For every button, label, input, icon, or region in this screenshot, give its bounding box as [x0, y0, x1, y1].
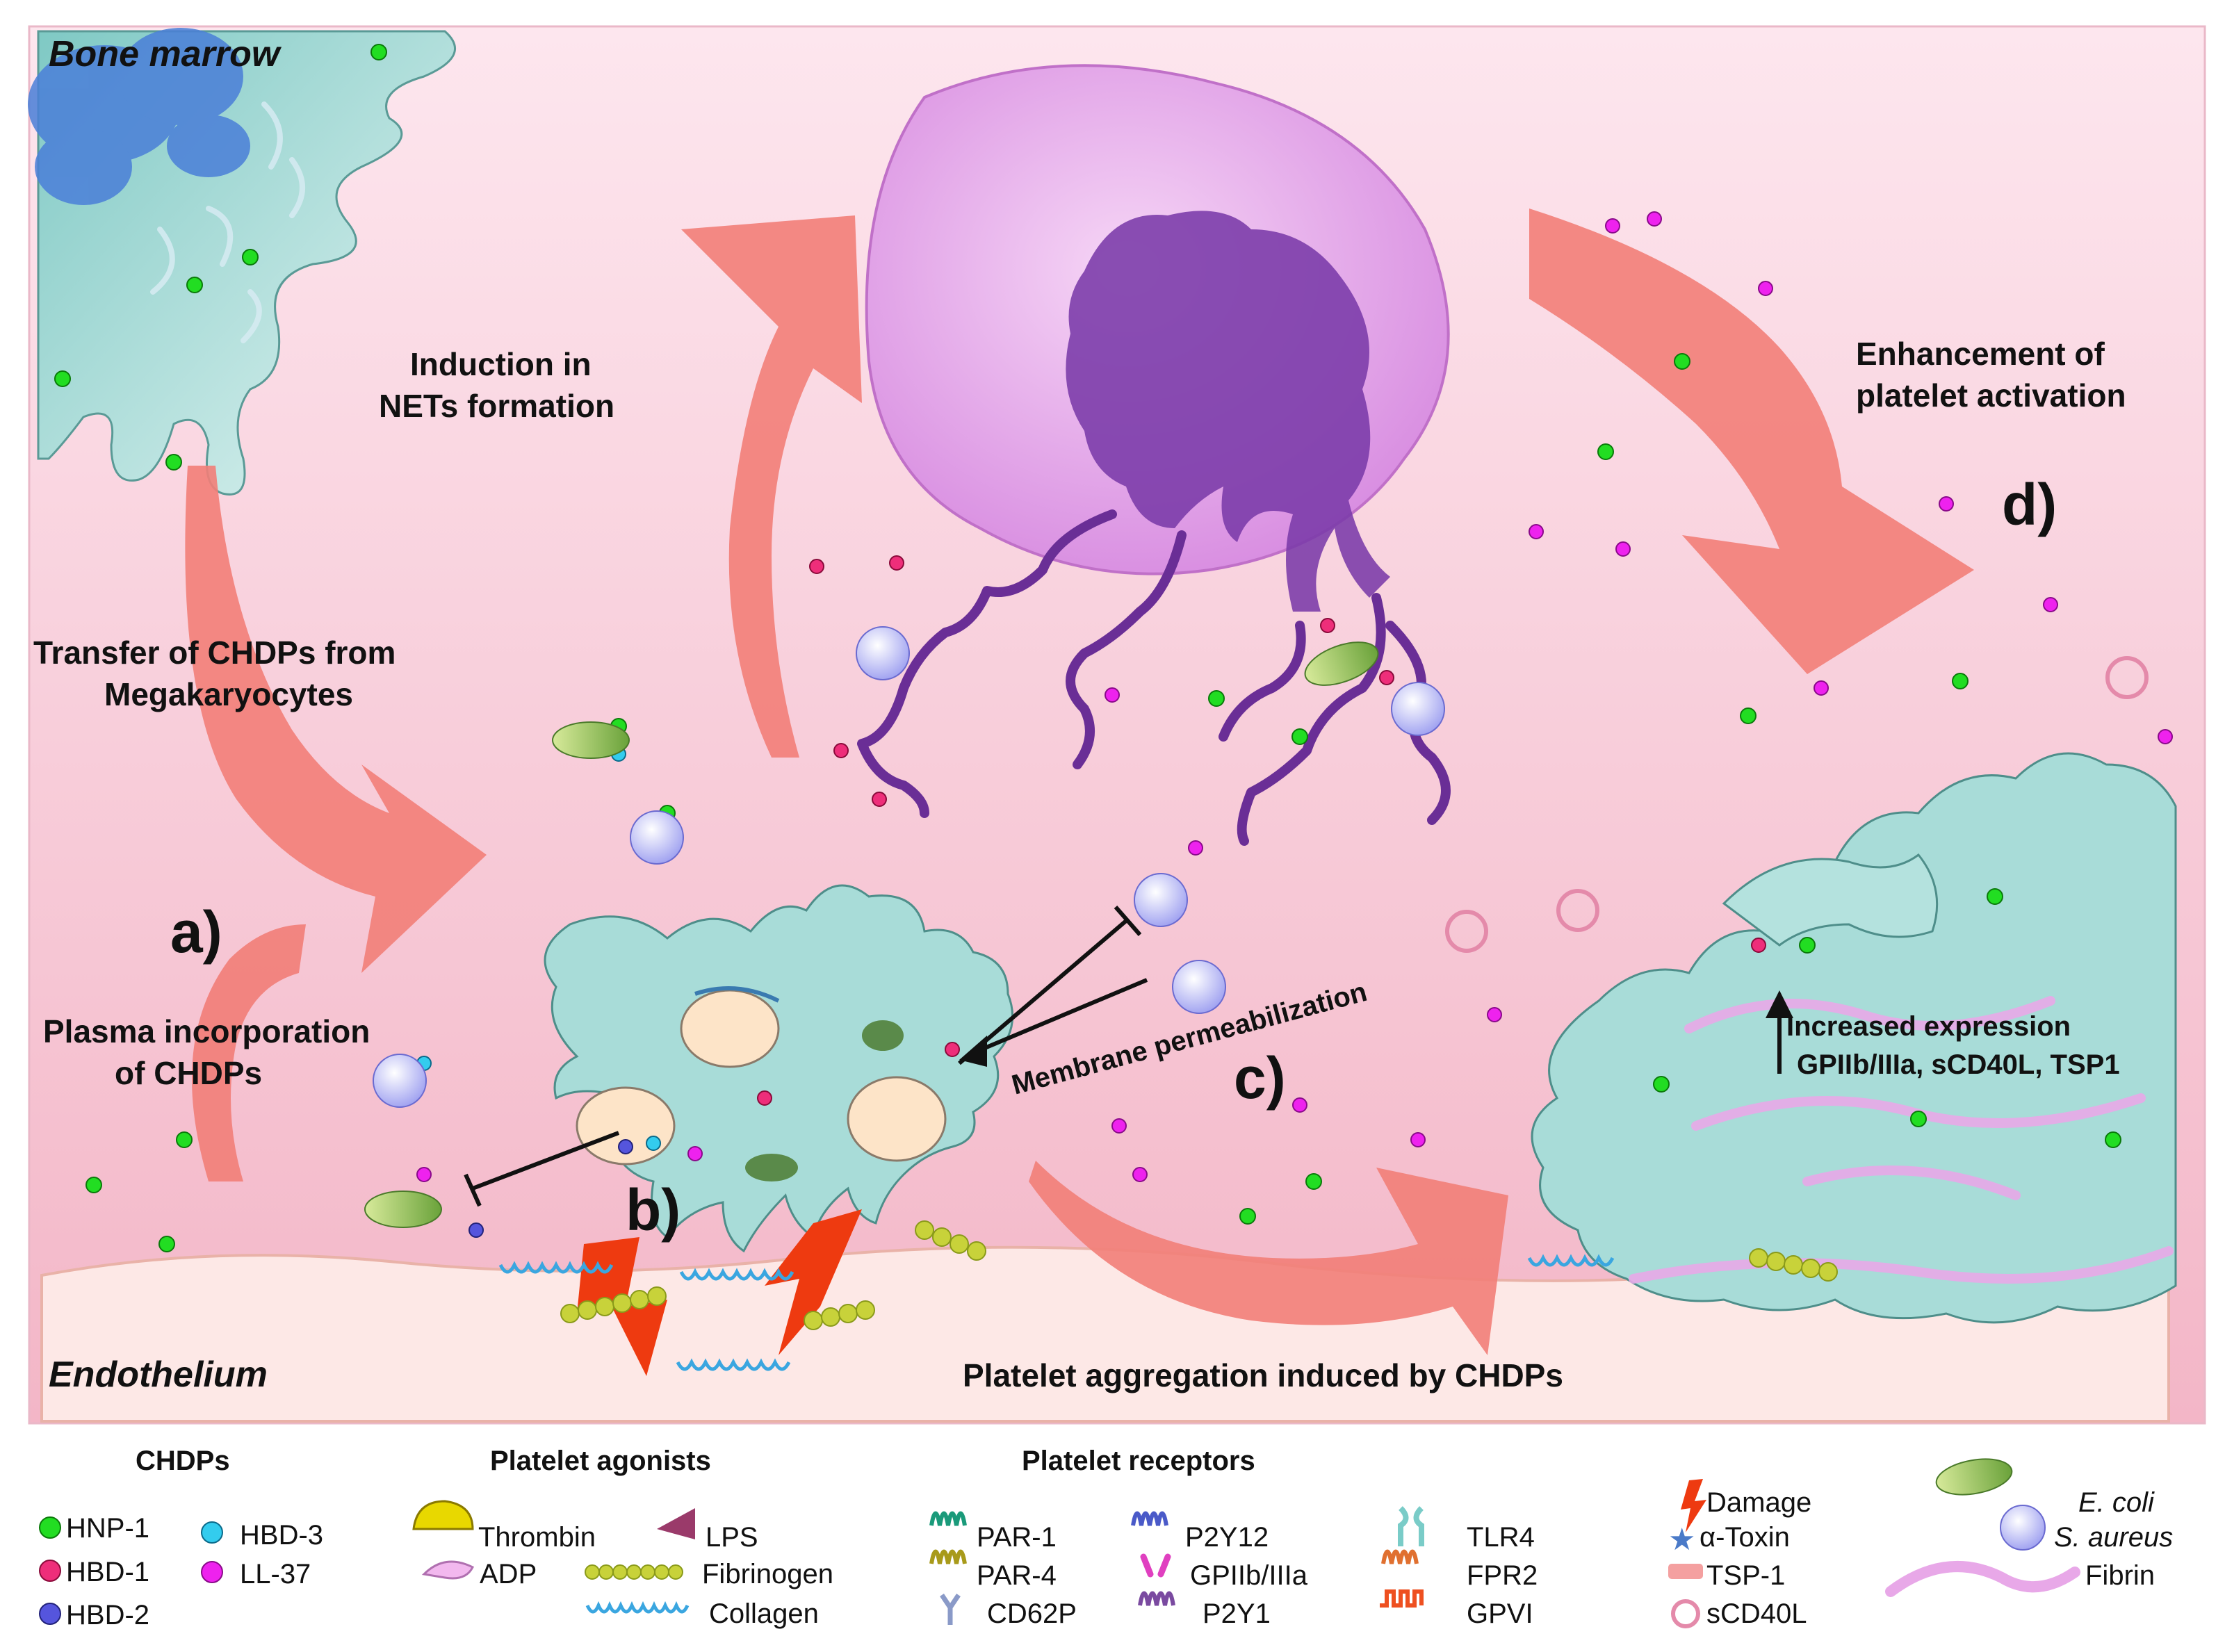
- hbd1-dot-icon: [39, 1560, 61, 1582]
- legend-e-coli: E. coli: [2078, 1487, 2155, 1518]
- legend-damage: Damage: [1706, 1487, 1811, 1518]
- adp-icon: [421, 1560, 475, 1580]
- legend-header-agonists: Platelet agonists: [490, 1446, 711, 1476]
- legend-gpvi: GPVI: [1467, 1598, 1533, 1629]
- arrow-to-neutrophil: [681, 215, 862, 758]
- enhance-caption-line1: Enhancement of: [1856, 336, 2105, 372]
- s-aureus-icon: [2000, 1505, 2046, 1551]
- legend-fpr2: FPR2: [1467, 1560, 1538, 1591]
- fpr2-icon: [1381, 1549, 1419, 1564]
- hbd2-dot-icon: [39, 1603, 61, 1625]
- legend-fibrinogen: Fibrinogen: [702, 1559, 833, 1589]
- panel-letter-a: a): [170, 899, 222, 965]
- plasma-caption-line2: of CHDPs: [115, 1055, 262, 1091]
- fibrinogen-chains: [560, 1220, 1838, 1330]
- panel-letter-c: c): [1234, 1045, 1286, 1111]
- legend-alpha-toxin: α-Toxin: [1700, 1522, 1790, 1553]
- flow-arrows: [185, 208, 1974, 1355]
- nets-caption-line1: Induction in: [410, 346, 592, 382]
- thrombin-icon: [412, 1500, 474, 1530]
- legend-thrombin: Thrombin: [478, 1522, 596, 1553]
- neutrophil: [857, 64, 1451, 846]
- legend-gpiib-iiia: GPIIb/IIIa: [1190, 1560, 1308, 1591]
- legend-lps: LPS: [706, 1522, 758, 1553]
- legend-ll37: LL-37: [240, 1559, 311, 1589]
- p2y12-icon: [1131, 1511, 1168, 1526]
- legend: CHDPs Platelet agonists Platelet recepto…: [39, 1446, 2173, 1630]
- hnp1-dot-icon: [39, 1516, 61, 1539]
- lps-icon: [657, 1508, 695, 1539]
- e-coli-icon: [1935, 1458, 2013, 1496]
- hbd3-dot-icon: [201, 1521, 223, 1544]
- panel-letter-d: d): [2002, 472, 2057, 537]
- gpvi-icon: [1380, 1589, 1424, 1608]
- neutrophil-nucleus: [1066, 211, 1390, 612]
- legend-hbd3: HBD-3: [240, 1520, 323, 1551]
- scd40l-icon: [1671, 1599, 1700, 1628]
- legend-hnp1: HNP-1: [66, 1513, 149, 1544]
- legend-p2y1: P2Y1: [1203, 1598, 1271, 1629]
- legend-p2y12: P2Y12: [1185, 1522, 1269, 1553]
- enhance-caption-line2: platelet activation: [1856, 377, 2126, 414]
- arrow-plasma-up: [192, 924, 306, 1181]
- fibrin-icon: [1885, 1561, 2080, 1597]
- bacteria-particles: [364, 626, 2149, 1228]
- collagen-strands: [498, 1254, 1615, 1371]
- legend-tsp1: TSP-1: [1706, 1560, 1785, 1591]
- tsp1-icon: [1668, 1564, 1703, 1579]
- ll37-dot-icon: [201, 1561, 223, 1583]
- bone-marrow-label: Bone marrow: [49, 34, 282, 74]
- gpiib-iiia-icon: [1140, 1553, 1171, 1578]
- transfer-caption-line2: Megakaryocytes: [104, 676, 353, 712]
- arrow-to-activation: [1529, 208, 1974, 674]
- par4-icon: [929, 1549, 967, 1564]
- legend-tlr4: TLR4: [1467, 1522, 1535, 1553]
- tlr4-icon: [1398, 1506, 1424, 1546]
- damage-icon: [1681, 1479, 1706, 1532]
- legend-hbd1: HBD-1: [66, 1557, 149, 1587]
- increased-caption-line2: GPIIb/IIIa, sCD40L, TSP1: [1797, 1049, 2120, 1080]
- legend-par1: PAR-1: [977, 1522, 1057, 1553]
- increased-caption-line1: Increased expression: [1786, 1011, 2071, 1042]
- legend-collagen: Collagen: [709, 1598, 819, 1629]
- legend-s-aureus: S. aureus: [2054, 1522, 2173, 1553]
- transfer-caption-line1: Transfer of CHDPs from: [33, 635, 396, 671]
- par1-icon: [929, 1511, 967, 1526]
- aggregation-caption: Platelet aggregation induced by CHDPs: [963, 1357, 1563, 1393]
- legend-par4: PAR-4: [977, 1560, 1057, 1591]
- pointer-head-membrane: [959, 1036, 987, 1067]
- alpha-toxin-icon: ★: [1668, 1522, 1695, 1557]
- arrow-to-aggregation: [1029, 1161, 1508, 1355]
- endothelium-label: Endothelium: [49, 1355, 268, 1395]
- plasma-caption-line1: Plasma incorporation: [43, 1013, 370, 1049]
- pointer-head-increase: [1766, 990, 1793, 1018]
- legend-adp: ADP: [480, 1559, 537, 1589]
- endothelium-layer: [40, 1245, 2170, 1423]
- fibrinogen-icon: [585, 1564, 683, 1580]
- legend-header-chdps: CHDPs: [136, 1446, 230, 1476]
- legend-hbd2: HBD-2: [66, 1600, 149, 1630]
- cd62p-icon: [940, 1594, 961, 1625]
- arrow-megakaryocyte-to-platelet: [185, 466, 487, 973]
- legend-fibrin: Fibrin: [2085, 1560, 2155, 1591]
- platelet-aggregate: [1531, 752, 2177, 1324]
- collagen-icon: [585, 1601, 690, 1614]
- legend-scd40l: sCD40L: [1706, 1598, 1807, 1629]
- p2y1-icon: [1138, 1591, 1175, 1606]
- activated-platelet: [544, 884, 1014, 1253]
- legend-header-receptors: Platelet receptors: [1022, 1446, 1255, 1476]
- nets-caption-line2: NETs formation: [379, 388, 614, 424]
- panel-letter-b: b): [626, 1177, 680, 1243]
- legend-cd62p: CD62P: [987, 1598, 1077, 1629]
